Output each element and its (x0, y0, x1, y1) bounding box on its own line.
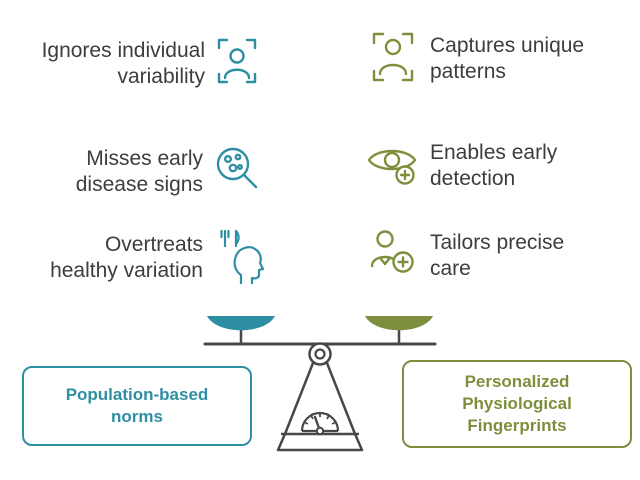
person-scan-icon (368, 30, 418, 84)
left-item-3-label: Overtreats healthy variation (50, 233, 203, 283)
person-medical-plus-icon (366, 226, 420, 284)
population-norms-label: Population-based norms (65, 384, 209, 426)
eye-plus-icon (364, 140, 420, 190)
personalized-fingerprints-label: Personalized Physiological Fingerprints (462, 371, 572, 436)
left-pan (207, 316, 275, 331)
head-utensils-icon (215, 228, 265, 286)
face-scan-icon (213, 36, 261, 86)
population-norms-box: Population-based norms (22, 366, 252, 446)
right-pan (365, 316, 433, 331)
right-item-3-label: Tailors precise care (430, 231, 565, 281)
balance-scale (203, 316, 437, 452)
left-item-1-label: Ignores individual variability (41, 39, 205, 89)
personalized-fingerprints-box: Personalized Physiological Fingerprints (402, 360, 632, 448)
right-item-2-label: Enables early detection (430, 141, 558, 191)
right-item-1-label: Captures unique patterns (430, 34, 585, 84)
left-item-2-label: Misses early disease signs (75, 147, 203, 197)
magnifier-dots-icon (211, 142, 263, 194)
